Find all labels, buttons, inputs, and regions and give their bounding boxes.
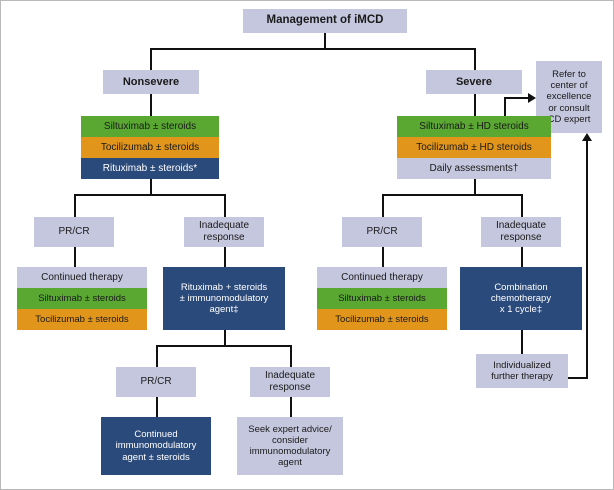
connector-nonsevere-stack-stem xyxy=(150,179,152,195)
node-nonsevere-continued-header: Continued therapy xyxy=(17,267,147,288)
connector-rituximab-combo-split xyxy=(156,345,292,347)
node-severe-prcr: PR/CR xyxy=(342,217,422,247)
connector-severe-to-refer-v xyxy=(504,97,506,121)
node-nonsevere-inadequate-response: Inadequate response xyxy=(184,217,264,247)
node-root: Management of iMCD xyxy=(243,9,407,33)
arrowhead-individualized-to-refer xyxy=(582,133,592,141)
arrowhead-severe-to-refer xyxy=(528,93,536,103)
connector-rituximab-combo-stem xyxy=(224,330,226,346)
connector-bottom-inadequate-stem xyxy=(290,397,292,417)
connector-severe-inadequate-stem xyxy=(521,247,523,267)
node-nonsevere-continued-siltuximab: Siltuximab ± steroids xyxy=(17,288,147,309)
node-continued-immunomodulatory: Continued immunomodulatory agent ± stero… xyxy=(101,417,211,475)
node-bottom-inadequate-response: Inadequate response xyxy=(250,367,330,397)
connector-to-severe-prcr xyxy=(382,194,384,217)
node-nonsevere-tocilizumab: Tocilizumab ± steroids xyxy=(81,137,219,158)
node-severe-inadequate-response: Inadequate response xyxy=(481,217,561,247)
connector-to-severe xyxy=(474,48,476,70)
connector-severe-stack-split xyxy=(382,194,523,196)
connector-to-bottom-prcr xyxy=(156,345,158,367)
node-bottom-prcr: PR/CR xyxy=(116,367,196,397)
node-combination-chemotherapy: Combination chemotherapy x 1 cycle‡ xyxy=(460,267,582,330)
connector-chemo-to-individualized xyxy=(521,330,523,354)
connector-individualized-to-refer-v xyxy=(586,141,588,379)
connector-nonsevere-stack-split xyxy=(74,194,226,196)
node-nonsevere-continued-tocilizumab: Tocilizumab ± steroids xyxy=(17,309,147,330)
connector-bottom-prcr-stem xyxy=(156,397,158,417)
connector-severe-stack-stem xyxy=(474,179,476,195)
connector-to-bottom-inadequate xyxy=(290,345,292,367)
node-individualized-further-therapy: Individualized further therapy xyxy=(476,354,568,388)
connector-to-severe-inadequate xyxy=(521,194,523,217)
connector-nonsevere-inadequate-stem xyxy=(224,247,226,267)
connector-severe-prcr-stem xyxy=(382,247,384,267)
connector-root-split xyxy=(150,48,476,50)
node-severe: Severe xyxy=(426,70,522,94)
connector-root-stem xyxy=(324,33,326,49)
connector-severe-to-refer-h xyxy=(504,97,528,99)
connector-to-nonsevere-prcr xyxy=(74,194,76,217)
connector-to-nonsevere xyxy=(150,48,152,70)
node-nonsevere: Nonsevere xyxy=(103,70,199,94)
node-nonsevere-rituximab: Rituximab ± steroids* xyxy=(81,158,219,179)
node-rituximab-combination: Rituximab + steroids ± immunomodulatory … xyxy=(163,267,285,330)
node-severe-continued-tocilizumab: Tocilizumab ± steroids xyxy=(317,309,447,330)
connector-to-nonsevere-inadequate xyxy=(224,194,226,217)
node-seek-expert-advice: Seek expert advice/ consider immunomodul… xyxy=(237,417,343,475)
node-nonsevere-prcr: PR/CR xyxy=(34,217,114,247)
connector-nonsevere-prcr-stem xyxy=(74,247,76,267)
node-severe-siltuximab: Siltuximab ± HD steroids xyxy=(397,116,551,137)
node-nonsevere-siltuximab: Siltuximab ± steroids xyxy=(81,116,219,137)
connector-severe-stem xyxy=(474,94,476,116)
connector-individualized-to-refer-h xyxy=(568,377,588,379)
node-severe-daily-assessments: Daily assessments† xyxy=(397,158,551,179)
node-severe-continued-siltuximab: Siltuximab ± steroids xyxy=(317,288,447,309)
node-severe-tocilizumab: Tocilizumab ± HD steroids xyxy=(397,137,551,158)
node-severe-continued-header: Continued therapy xyxy=(317,267,447,288)
connector-nonsevere-stem xyxy=(150,94,152,116)
